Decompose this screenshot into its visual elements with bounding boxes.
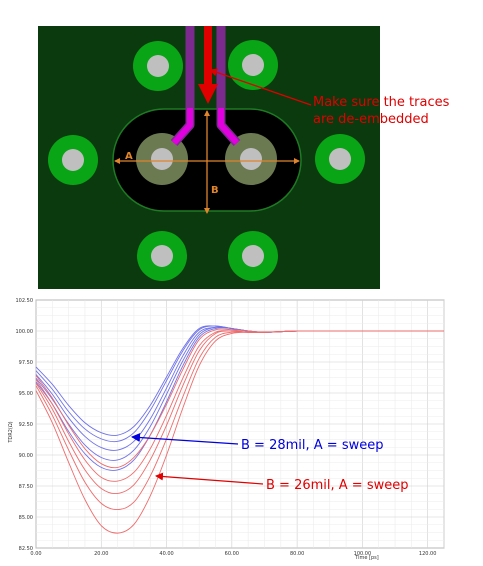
trace-p-breakout [171,108,193,145]
x-tick-label: 40.00 [159,551,173,557]
b28-annotation-arrow [131,433,239,445]
ground-via-drill [242,54,264,76]
y-tick-label: 82.50 [19,546,33,552]
ground-via-drill [62,149,84,171]
y-tick-label: 97.50 [19,360,33,366]
de-embed-callout-pointer [209,68,312,106]
y-tick-label: 90.00 [19,453,33,459]
signal-via-drill [151,148,173,170]
x-tick-label: 20.00 [94,551,108,557]
ground-via-drill [151,245,173,267]
b26-series-line [35,330,444,534]
x-tick-label: 80.00 [290,551,304,557]
de-embed-arrow-shaft [204,26,212,86]
de-embed-arrow-head [198,84,218,104]
x-tick-label: 120.00 [419,551,437,557]
b26-annotation-arrow [155,472,264,485]
x-tick-label: 60.00 [225,551,239,557]
chart-grid [35,299,445,549]
x-axis-tick-labels: 0.00 20.00 40.00 60.00 80.00 100.00 120.00 [30,551,436,557]
signal-via-drill [240,148,262,170]
ground-via-drill [329,148,351,170]
y-tick-label: 102.50 [16,298,34,304]
ground-via-drill [147,55,169,77]
x-tick-label: 0.00 [30,551,41,557]
trace-n-breakout [218,108,240,145]
ground-via-drill [242,245,264,267]
y-tick-label: 85.00 [19,515,33,521]
via-layout-diagram: A B [38,26,380,289]
x-tick-label: 100.00 [354,551,372,557]
y-tick-label: 100.00 [16,329,34,335]
y-axis-tick-labels: 82.50 85.00 87.50 90.00 92.50 95.00 97.50 100.0… [16,298,34,552]
y-tick-label: 87.50 [19,484,33,490]
de-embed-callout-line2: are de-embedded [313,112,429,127]
de-embed-callout-line1: Make sure the traces [313,95,450,110]
tdr-chart: 82.50 85.00 87.50 90.00 92.50 95.00 97.50 100.0… [8,298,445,561]
tdr-series [35,325,444,534]
dimension-b-label: B [211,185,219,196]
y-axis-label: TDR2(Ω) [8,421,14,443]
b28-annotation: B = 28mil, A = sweep [241,438,383,453]
x-axis-label: Time [ps] [354,555,379,561]
y-tick-label: 92.50 [19,422,33,428]
y-tick-label: 95.00 [19,391,33,397]
b26-annotation: B = 26mil, A = sweep [266,478,408,493]
dimension-a-label: A [125,151,133,162]
